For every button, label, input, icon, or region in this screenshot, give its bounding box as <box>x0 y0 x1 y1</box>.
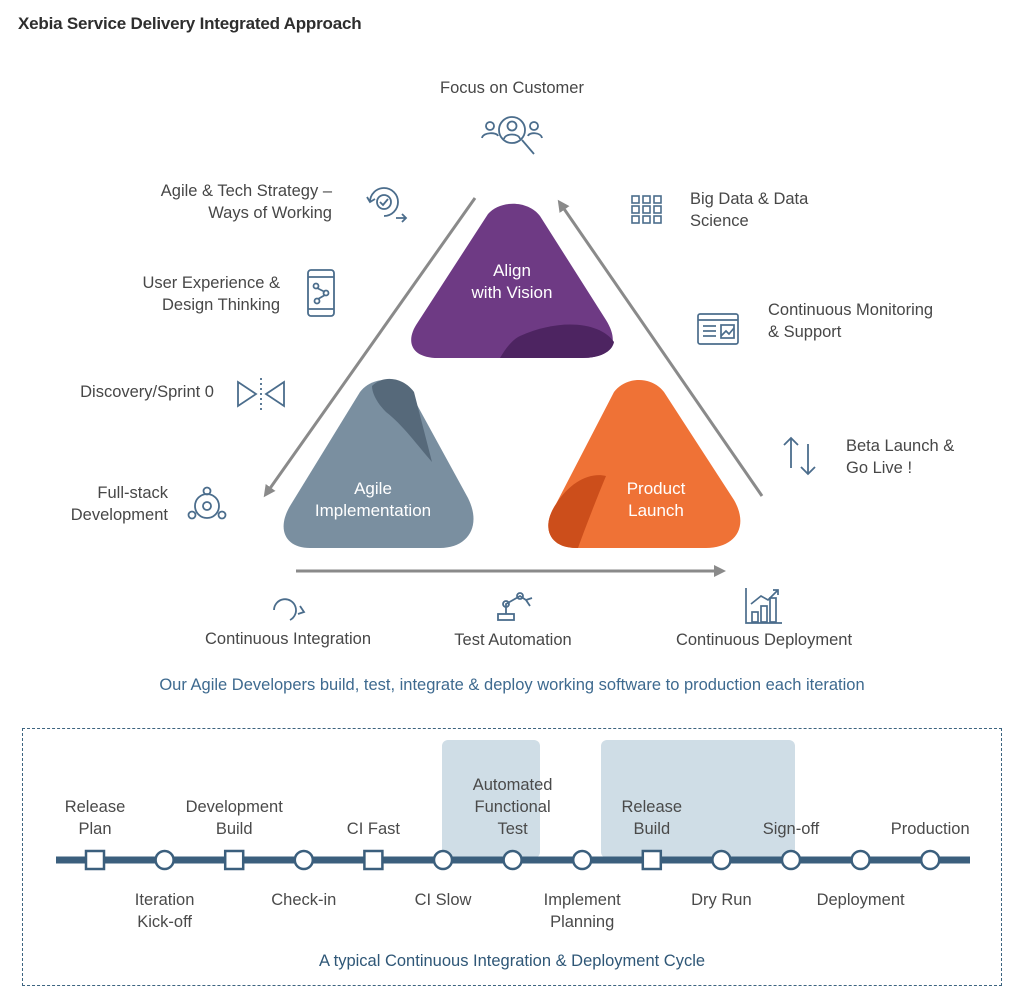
highlight-release <box>601 740 795 858</box>
cycle-marker <box>919 849 941 871</box>
strategy-cycle-icon <box>366 187 408 223</box>
highlight-ci-slow <box>442 740 540 858</box>
cycle-marker <box>154 849 175 871</box>
cycle-marker <box>850 849 871 871</box>
cycle-marker <box>711 849 732 871</box>
page-title: Xebia Service Delivery Integrated Approa… <box>18 14 362 33</box>
bar-chart-icon <box>745 588 782 624</box>
mobile-flow-icon <box>307 269 335 317</box>
cycle-marker <box>780 849 802 871</box>
cycle-marker <box>432 849 454 871</box>
ux-label: User Experience &Design Thinking <box>142 274 280 314</box>
cycle-timeline <box>56 849 970 871</box>
up-down-arrows-icon <box>783 436 816 476</box>
cycle-box <box>22 728 1002 986</box>
cycle-marker <box>571 849 593 871</box>
dashboard-icon <box>697 313 739 345</box>
agile-implementation-shape <box>283 378 474 548</box>
arrow-right-up <box>557 199 764 497</box>
test-automation-label: Test Automation <box>454 631 572 649</box>
ci-label: Continuous Integration <box>204 630 372 648</box>
refresh-icon <box>273 598 306 621</box>
beta-label: Beta Launch &Go Live ! <box>846 437 955 477</box>
cd-label: Continuous Deployment <box>675 631 853 649</box>
cycle-arrows <box>263 197 764 577</box>
cycle-marker <box>502 849 523 871</box>
discovery-label: Discovery/Sprint 0 <box>80 383 214 401</box>
bowtie-icon <box>237 378 285 410</box>
network-gear-icon <box>187 486 227 520</box>
cycle-step-label: Check-in <box>271 891 337 909</box>
tagline: Our Agile Developers build, test, integr… <box>159 676 865 694</box>
cycle-step-label: Deployment <box>816 891 905 909</box>
cycle-title: A typical Continuous Integration & Deplo… <box>318 952 706 970</box>
align-vision-shape <box>411 203 614 358</box>
cycle-step-label: CI Fast <box>346 820 400 838</box>
cycle-marker <box>223 849 245 871</box>
agile-strategy-label: Agile & Tech Strategy –Ways of Working <box>160 182 332 222</box>
cycle-step-label: Sign-off <box>762 820 820 838</box>
cycle-marker <box>84 849 106 871</box>
cycle-marker <box>641 849 663 871</box>
cycle-marker <box>293 849 315 871</box>
cycle-marker <box>363 849 384 871</box>
grid-icon <box>631 195 662 224</box>
arrow-left-down <box>263 197 477 498</box>
cycle-step-label: Dry Run <box>691 891 752 909</box>
robot-arm-icon <box>497 592 533 621</box>
monitoring-label: Continuous Monitoring& Support <box>768 301 934 341</box>
product-launch-shape <box>548 380 741 548</box>
focus-label: Focus on Customer <box>440 79 584 97</box>
cycle-step-label: CI Slow <box>414 891 472 909</box>
customer-search-icon <box>481 116 543 155</box>
cycle-step-label: Production <box>890 820 970 838</box>
